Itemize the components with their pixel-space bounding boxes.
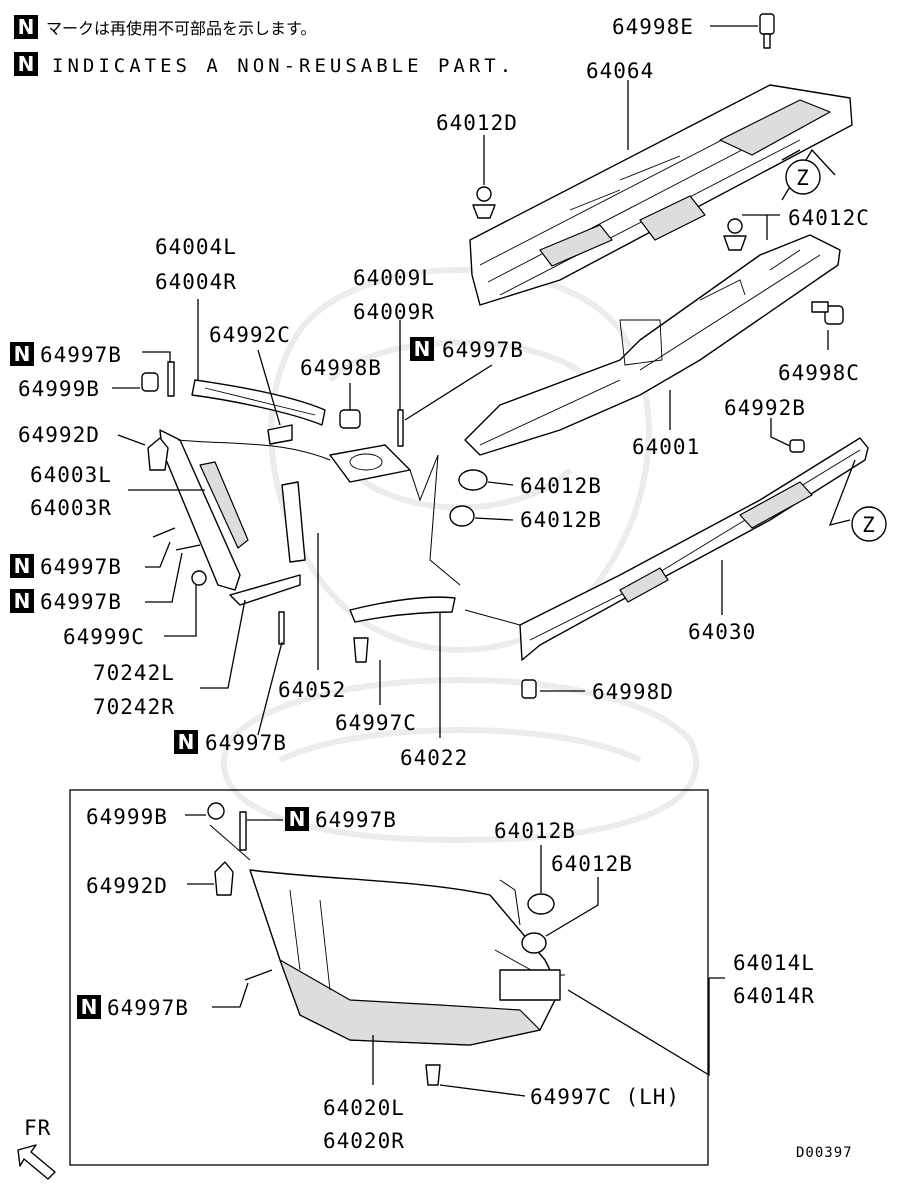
non-reusable-symbol: N [14,589,31,613]
non-reusable-symbol: N [18,52,35,76]
part-label: 64999B [86,805,168,829]
non-reusable-symbol: N [289,807,306,831]
part-label: 64004L [155,235,237,259]
part-label: 64998B [300,356,382,380]
assembly-64014 [207,802,565,1086]
part-label: 64012B [551,852,633,876]
part-label: 64009R [353,300,435,324]
non-reusable-symbol: N [14,554,31,578]
front-label: FR [24,1116,51,1140]
inset-box [69,789,709,1166]
part-label: 64003R [30,496,112,520]
part-label: 64997B [442,338,524,362]
note-japanese: マークは再使用不可部品を示します。 [46,19,316,38]
step-panel-64064 [469,84,853,306]
part-drawings [141,13,869,1086]
part-label: 64999B [18,377,100,401]
part-label: 64014R [733,984,815,1008]
part-label: 64998E [612,15,694,39]
non-reusable-icon [14,52,38,76]
part-label: 64012B [520,474,602,498]
part-label: 64052 [278,678,346,702]
front-arrow: FR [17,1116,56,1180]
non-reusable-symbol: N [178,730,195,754]
part-label: 64997C (LH) [530,1085,680,1109]
part-label: 64009L [353,266,435,290]
part-label: 64999C [63,625,145,649]
part-label: 64012B [520,508,602,532]
piece-70242 [229,574,301,606]
part-label: 64012B [494,819,576,843]
part-label: 64997B [40,343,122,367]
part-label: 64998C [778,361,860,385]
part-label: 64997B [40,555,122,579]
diagram-code: D00397 [796,1145,853,1161]
part-label: 64997B [315,808,397,832]
part-label: 64004R [155,270,237,294]
part-label: 64997B [107,996,189,1020]
part-label: 64992D [86,874,168,898]
part-label: 64997C [335,711,417,735]
bracket-64009 [329,444,411,483]
non-reusable-symbol: N [81,995,98,1019]
part-label: 64001 [632,435,700,459]
part-label: 64997B [40,590,122,614]
zone-z-callout [785,159,821,195]
non-reusable-icon [77,995,101,1019]
non-reusable-icon [10,554,34,578]
zone-z-callout [851,506,887,542]
leader-lines [112,25,856,1097]
part-label: 64014L [733,951,815,975]
part-label: 64030 [688,620,756,644]
strip-64052 [281,481,306,563]
part-label: 70242R [93,695,175,719]
part-label: 64064 [586,59,654,83]
header-note: N マークは再使用不可部品を示します。 N INDICATES A NON-RE… [14,15,515,77]
part-label: 64012D [436,111,518,135]
part-label: 64020L [323,1096,405,1120]
non-reusable-symbol: N [414,337,431,361]
bracket-64003 [159,429,249,591]
rail-64030 [519,437,869,661]
non-reusable-icon [14,15,38,39]
trim-64022 [349,596,456,623]
part-label: 70242L [93,661,175,685]
part-label: 64992B [724,396,806,420]
part-label: 64020R [323,1129,405,1153]
non-reusable-symbol: N [14,342,31,366]
non-reusable-icon [10,589,34,613]
non-reusable-icon [10,342,34,366]
zone-z-label: Z [796,166,810,190]
part-label: 64022 [400,746,468,770]
part-label: 64997B [205,731,287,755]
part-label: 64012C [788,206,870,230]
part-labels: 64998E 64064 64012D 64012C 64004L 64004R… [10,15,870,1153]
non-reusable-symbol: N [18,15,35,39]
part-label: 64003L [30,463,112,487]
non-reusable-icon [285,807,309,831]
zone-z-label: Z [862,513,876,537]
part-label: 64998D [592,680,674,704]
front-arrow-icon [17,1144,56,1180]
bracket-64001 [464,234,841,456]
note-english: INDICATES A NON-REUSABLE PART. [52,55,515,77]
trim-64004 [191,379,326,426]
non-reusable-icon [174,730,198,754]
non-reusable-icon [410,337,434,361]
part-label: 64992D [18,423,100,447]
part-label: 64992C [209,323,291,347]
